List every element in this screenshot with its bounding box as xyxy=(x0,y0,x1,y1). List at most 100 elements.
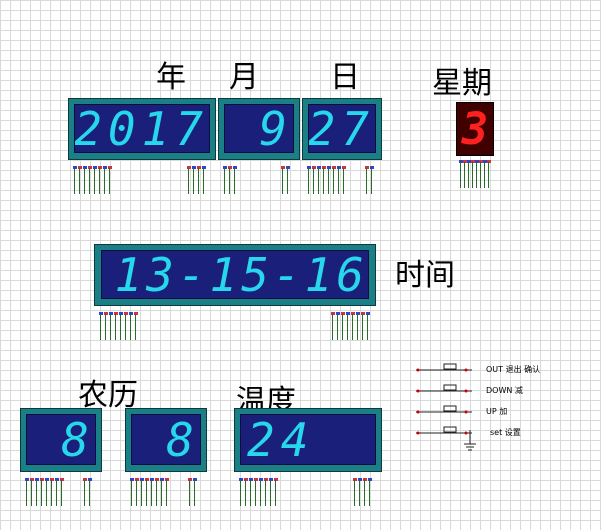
pin-terminal xyxy=(55,478,59,481)
pin-wire xyxy=(260,480,261,506)
pin-wire xyxy=(359,480,360,506)
pin-terminal xyxy=(331,312,335,315)
pin-terminal xyxy=(463,160,467,163)
pin-terminal xyxy=(135,478,139,481)
pin-terminal xyxy=(353,478,357,481)
month-lcd-display: 9 xyxy=(218,98,300,160)
pin-terminal xyxy=(322,166,326,169)
push-button-icon xyxy=(416,363,472,372)
lunar-month-lcd-pins xyxy=(22,470,100,506)
pin-wire xyxy=(332,314,333,340)
pin-wire xyxy=(352,314,353,340)
pin-terminal xyxy=(202,166,206,169)
pin-terminal xyxy=(233,166,237,169)
pin-wire xyxy=(229,168,230,194)
pin-wire xyxy=(136,480,137,506)
pin-wire xyxy=(110,314,111,340)
pin-wire xyxy=(362,314,363,340)
pin-terminal xyxy=(129,312,133,315)
pin-wire xyxy=(125,314,126,340)
lunar-label: 农历 xyxy=(78,378,138,413)
pin-wire xyxy=(188,168,189,194)
year-lcd-display: 2017 xyxy=(68,98,216,160)
pin-wire xyxy=(270,480,271,506)
pin-wire xyxy=(354,480,355,506)
temperature-value: 24 xyxy=(247,414,315,465)
pin-wire xyxy=(287,168,288,194)
day-label: 日 xyxy=(330,60,360,95)
weekday-label: 星期 xyxy=(432,66,492,101)
day-lcd-screen: 27 xyxy=(308,104,376,153)
lunar-day-lcd-screen: 8 xyxy=(131,414,201,465)
pin-terminal xyxy=(40,478,44,481)
pin-terminal xyxy=(98,166,102,169)
pin-terminal xyxy=(155,478,159,481)
lunar-day-value: 8 xyxy=(166,414,200,465)
pin-wire xyxy=(105,314,106,340)
out-button-label: OUT 退出 确认 xyxy=(486,365,541,374)
pin-terminal xyxy=(130,478,134,481)
day-value: 27 xyxy=(308,104,375,153)
year-lcd-screen: 2017 xyxy=(74,104,210,153)
pin-terminal xyxy=(332,166,336,169)
pin-wire xyxy=(193,168,194,194)
lunar-month-lcd-display: 8 xyxy=(20,408,102,472)
pin-wire xyxy=(41,480,42,506)
out-button-row[interactable]: OUT 退出 确认 xyxy=(414,362,554,376)
pin-wire xyxy=(347,314,348,340)
pin-wire xyxy=(468,162,469,188)
pin-wire xyxy=(338,168,339,194)
pin-terminal xyxy=(337,166,341,169)
pin-terminal xyxy=(88,478,92,481)
pin-terminal xyxy=(327,166,331,169)
temperature-lcd-screen: 24 xyxy=(240,414,376,465)
pin-wire xyxy=(245,480,246,506)
pin-terminal xyxy=(160,478,164,481)
pin-wire xyxy=(367,314,368,340)
pin-terminal xyxy=(483,160,487,163)
pin-wire xyxy=(84,168,85,194)
pin-terminal xyxy=(351,312,355,315)
pin-wire xyxy=(109,168,110,194)
pin-terminal xyxy=(370,166,374,169)
weekday-led-display: 3 xyxy=(456,102,494,156)
pin-terminal xyxy=(228,166,232,169)
pin-terminal xyxy=(114,312,118,315)
set-button-row[interactable]: set 设置 xyxy=(414,425,554,439)
pin-terminal xyxy=(346,312,350,315)
pin-wire xyxy=(328,168,329,194)
pin-wire xyxy=(36,480,37,506)
pin-terminal xyxy=(188,478,192,481)
pin-wire xyxy=(371,168,372,194)
pin-wire xyxy=(161,480,162,506)
pin-wire xyxy=(240,480,241,506)
pin-terminal xyxy=(239,478,243,481)
pin-terminal xyxy=(286,166,290,169)
month-value: 9 xyxy=(259,104,293,153)
pin-wire xyxy=(366,168,367,194)
pin-terminal xyxy=(264,478,268,481)
pin-terminal xyxy=(342,166,346,169)
pin-terminal xyxy=(124,312,128,315)
pin-wire xyxy=(104,168,105,194)
push-button-icon xyxy=(416,384,472,393)
down-button-row[interactable]: DOWN 减 xyxy=(414,383,554,397)
pin-wire xyxy=(115,314,116,340)
pin-terminal xyxy=(368,478,372,481)
month-label: 月 xyxy=(229,60,259,95)
pin-wire xyxy=(120,314,121,340)
pin-wire xyxy=(135,314,136,340)
pin-terminal xyxy=(35,478,39,481)
pin-terminal xyxy=(363,478,367,481)
pin-terminal xyxy=(341,312,345,315)
lunar-day-lcd-pins xyxy=(127,470,205,506)
pin-terminal xyxy=(479,160,483,163)
pin-terminal xyxy=(103,166,107,169)
up-button-row[interactable]: UP 加 xyxy=(414,404,554,418)
pin-terminal xyxy=(30,478,34,481)
pin-wire xyxy=(308,168,309,194)
pin-wire xyxy=(31,480,32,506)
pin-terminal xyxy=(259,478,263,481)
year-label: 年 xyxy=(156,60,186,95)
pin-terminal xyxy=(119,312,123,315)
